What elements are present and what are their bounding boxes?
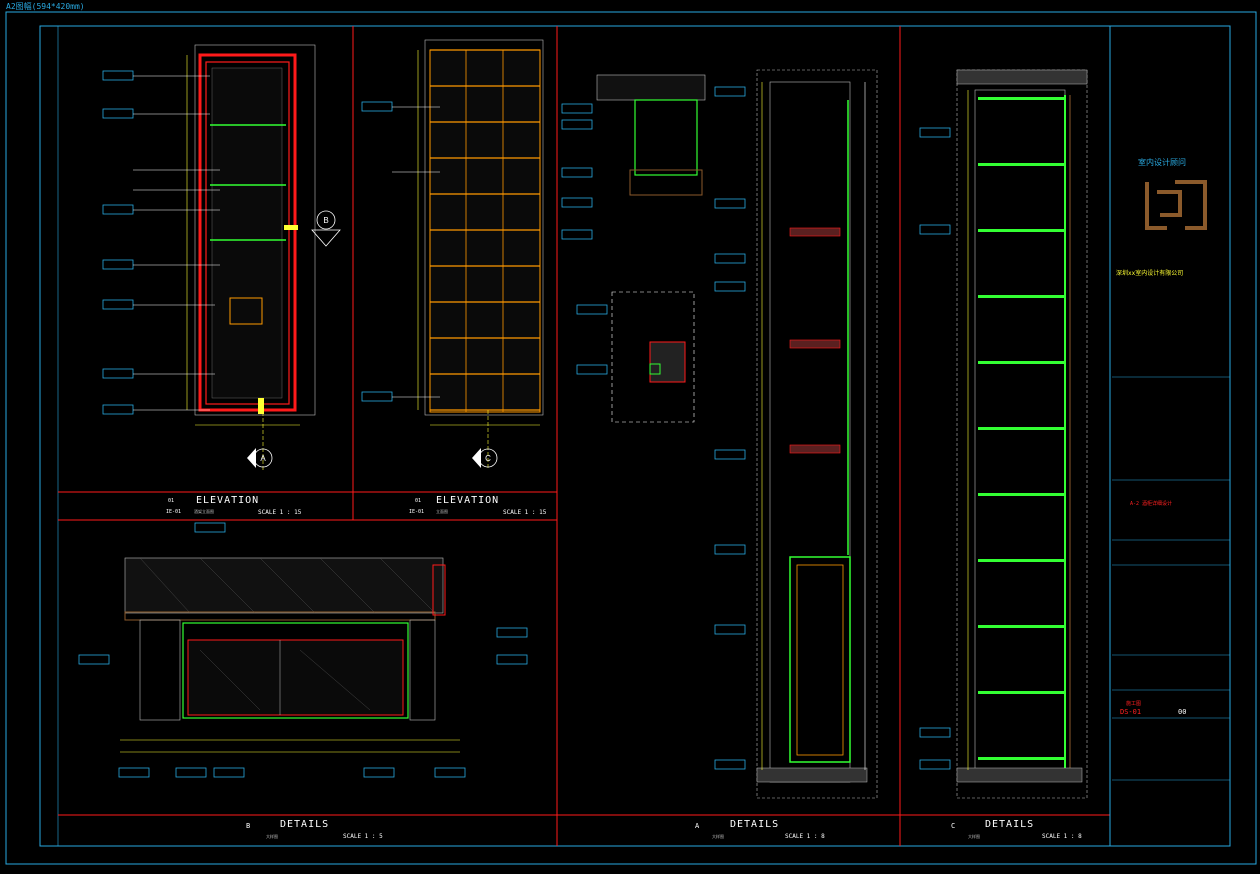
company-logo-icon — [1145, 180, 1207, 230]
view-b-subtitle: 大样图 — [266, 834, 278, 839]
shelf-line — [978, 427, 1064, 430]
view-a-title: DETAILS — [730, 819, 780, 830]
title-block — [1112, 180, 1230, 781]
view1-id: 01 — [168, 498, 175, 504]
view1-subtitle: 酒架立面图 — [194, 509, 214, 514]
view1-title: ELEVATION — [196, 495, 260, 506]
svg-text:A: A — [260, 454, 266, 463]
border-grid — [57, 25, 1231, 847]
view2-title: ELEVATION — [436, 495, 500, 506]
shelf-lines-c — [978, 97, 1064, 760]
view1-scale: SCALE 1 : 15 — [258, 509, 302, 516]
view1-ref: IE-01 — [166, 509, 182, 515]
shelf-line — [978, 229, 1064, 232]
status-value: 施工图 — [1126, 701, 1142, 707]
shelf-line — [978, 493, 1064, 496]
view-c-subtitle: 大样图 — [968, 834, 980, 839]
view-c-title: DETAILS — [985, 819, 1035, 830]
view-details-a — [561, 69, 878, 799]
view-a-id: A — [695, 822, 700, 830]
svg-text:B: B — [323, 216, 328, 225]
view-c-scale: SCALE 1 : 8 — [1042, 833, 1082, 840]
view-b-scale: SCALE 1 : 5 — [343, 833, 383, 840]
view-a-scale: SCALE 1 : 8 — [785, 833, 825, 840]
shelf-line — [978, 295, 1064, 298]
shelf-line — [978, 163, 1064, 166]
view-elevation-2: C — [361, 39, 544, 470]
shelf-line — [978, 757, 1064, 760]
shelf-line — [978, 691, 1064, 694]
sheet-size-label: A2图幅(594*420mm) — [6, 2, 85, 11]
wine-rack-grid — [430, 49, 540, 412]
svg-text:C: C — [485, 454, 491, 463]
company-name: 深圳xx室内设计有限公司 — [1116, 270, 1184, 277]
shelf-line — [978, 361, 1064, 364]
view2-ref: IE-01 — [409, 509, 425, 515]
view-elevation-1: B A — [102, 44, 341, 470]
outer-frame — [5, 11, 1257, 865]
view2-subtitle: 立面图 — [436, 509, 448, 514]
view2-id: 01 — [415, 498, 422, 504]
view-details-c — [919, 69, 1088, 799]
drawing-number: DS-01 — [1120, 708, 1142, 716]
view-a-subtitle: 大样图 — [712, 834, 724, 839]
project-name: A-2 酒柜详细设计 — [1130, 501, 1173, 507]
company-header: 室内设计顾问 — [1138, 158, 1186, 167]
shelf-line — [978, 97, 1064, 100]
shelf-line — [978, 559, 1064, 562]
revision-number: 00 — [1178, 708, 1187, 716]
view-b-title: DETAILS — [280, 819, 330, 830]
view-b-id: B — [246, 822, 251, 830]
view-c-id: C — [951, 822, 956, 830]
shelf-line — [978, 625, 1064, 628]
view-details-b — [78, 522, 528, 778]
view2-scale: SCALE 1 : 15 — [503, 509, 547, 516]
